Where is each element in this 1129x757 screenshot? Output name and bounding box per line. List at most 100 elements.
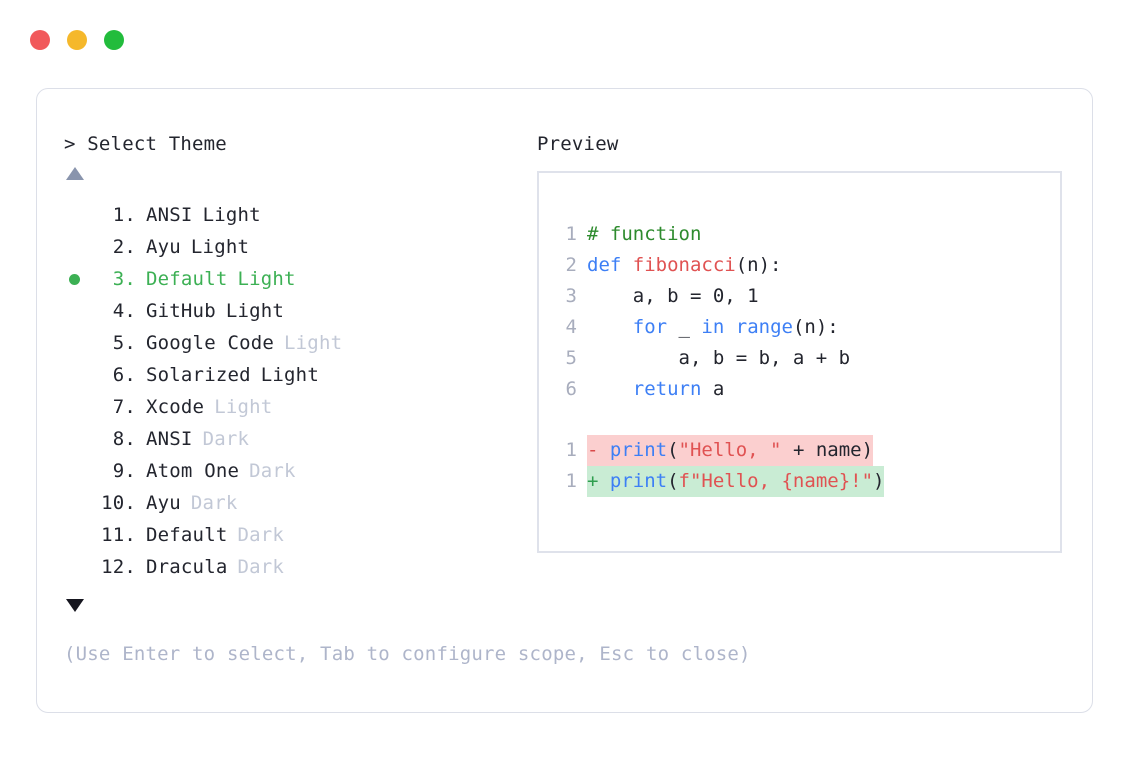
theme-list-item[interactable]: 12. Dracula Dark xyxy=(64,551,534,583)
code-line-number: 5 xyxy=(565,347,577,369)
diff-line-number: 1 xyxy=(565,439,577,461)
theme-item-index: 6. xyxy=(112,364,136,386)
theme-item-variant: Dark xyxy=(237,556,285,578)
triangle-down-icon xyxy=(66,599,84,612)
scroll-down-indicator[interactable] xyxy=(64,599,534,623)
code-line-content: a, b = b, a + b xyxy=(587,343,851,374)
code-token: ) xyxy=(873,470,885,492)
code-token: for xyxy=(632,316,668,338)
maximize-button-dot[interactable] xyxy=(104,30,124,50)
theme-item-index: 7. xyxy=(112,396,136,418)
code-token: fibonacci xyxy=(632,254,736,276)
code-line-number: 3 xyxy=(565,285,577,307)
theme-list-item[interactable]: 2. Ayu Light xyxy=(64,231,534,263)
theme-item-name: Ayu xyxy=(146,492,181,514)
diff-line-content: - print("Hello, " + name) xyxy=(587,435,874,466)
selection-marker-cell xyxy=(64,424,94,456)
theme-item-index: 8. xyxy=(112,428,136,450)
theme-item-name: Dracula xyxy=(146,556,228,578)
code-token: a xyxy=(701,378,725,400)
code-spacer xyxy=(539,405,1060,435)
diff-line-add: 1+ print(f"Hello, {name}!") xyxy=(539,466,1060,497)
code-line: 2 def fibonacci(n): xyxy=(539,250,1060,281)
selection-marker-cell xyxy=(64,360,94,392)
theme-item-name: ANSI xyxy=(146,204,193,226)
window-titlebar xyxy=(30,30,124,50)
theme-item-variant: Light xyxy=(237,268,296,290)
code-token: + name) xyxy=(781,439,874,461)
theme-item-variant: Dark xyxy=(190,492,238,514)
code-line-number: 6 xyxy=(565,378,577,400)
theme-item-index: 11. xyxy=(101,524,136,546)
code-line: 1# function xyxy=(539,219,1060,250)
theme-list-item[interactable]: 10. Ayu Dark xyxy=(64,487,534,519)
code-token xyxy=(724,316,735,338)
theme-item-name: Default xyxy=(146,524,228,546)
code-token: a, b = 0, 1 xyxy=(587,285,759,307)
theme-item-index: 5. xyxy=(112,332,136,354)
code-token: (n): xyxy=(735,254,782,276)
theme-item-index: 10. xyxy=(101,492,136,514)
preview-label: Preview xyxy=(537,133,619,155)
theme-item-index: 2. xyxy=(112,236,136,258)
code-block: 1# function 2 def fibonacci(n): 3 a, b = 0,… xyxy=(539,219,1060,405)
code-line: 4 for _ in range(n): xyxy=(539,312,1060,343)
select-theme-prompt: > Select Theme xyxy=(64,133,227,155)
code-line-content: def fibonacci(n): xyxy=(587,250,781,281)
selection-marker-cell xyxy=(64,488,94,520)
theme-item-index: 1. xyxy=(112,204,136,226)
diff-marker: + xyxy=(587,470,610,492)
theme-item-index: 9. xyxy=(112,460,136,482)
scroll-up-indicator[interactable] xyxy=(64,167,534,191)
theme-item-variant: Light xyxy=(225,300,285,322)
code-line-content: a, b = 0, 1 xyxy=(587,281,759,312)
code-token: def xyxy=(587,254,633,276)
theme-item-name: Ayu xyxy=(146,236,181,258)
selection-marker-cell xyxy=(64,296,94,328)
code-token xyxy=(587,378,633,400)
theme-item-name: Default xyxy=(146,268,228,290)
theme-item-index: 3. xyxy=(112,268,136,290)
code-line-number: 1 xyxy=(565,223,577,245)
selection-marker-cell xyxy=(64,520,94,552)
triangle-up-icon xyxy=(66,167,84,180)
keyboard-hint: (Use Enter to select, Tab to configure s… xyxy=(64,643,751,665)
code-line: 5 a, b = b, a + b xyxy=(539,343,1060,374)
diff-line-number: 1 xyxy=(565,470,577,492)
code-line-number: 2 xyxy=(565,254,577,276)
code-token: in xyxy=(701,316,725,338)
code-token: "Hello, " xyxy=(678,439,782,461)
theme-item-name: Xcode xyxy=(146,396,205,418)
theme-list-item[interactable]: 3. Default Light xyxy=(64,263,534,295)
code-token: f"Hello, {name}!" xyxy=(678,470,874,492)
theme-item-variant: Light xyxy=(260,364,319,386)
theme-item-variant: Light xyxy=(190,236,250,258)
theme-item-name: ANSI xyxy=(146,428,193,450)
theme-item-index: 12. xyxy=(101,556,136,578)
code-token xyxy=(587,316,633,338)
selection-marker-cell xyxy=(64,552,94,584)
selection-marker-cell xyxy=(64,392,94,424)
code-token: a, b = b, a + b xyxy=(587,347,851,369)
code-token: ( xyxy=(667,439,679,461)
diff-line-del: 1 - print("Hello, " + name) xyxy=(539,435,1060,466)
minimize-button-dot[interactable] xyxy=(67,30,87,50)
theme-item-name: Atom One xyxy=(146,460,240,482)
diff-marker: - xyxy=(587,439,610,461)
close-button-dot[interactable] xyxy=(30,30,50,50)
theme-item-name: GitHub xyxy=(146,300,216,322)
code-token: range xyxy=(735,316,793,338)
preview-column: Preview 1# function 2 def fibonacci(n): 3 a… xyxy=(537,131,1072,553)
selected-dot-icon xyxy=(69,274,80,285)
